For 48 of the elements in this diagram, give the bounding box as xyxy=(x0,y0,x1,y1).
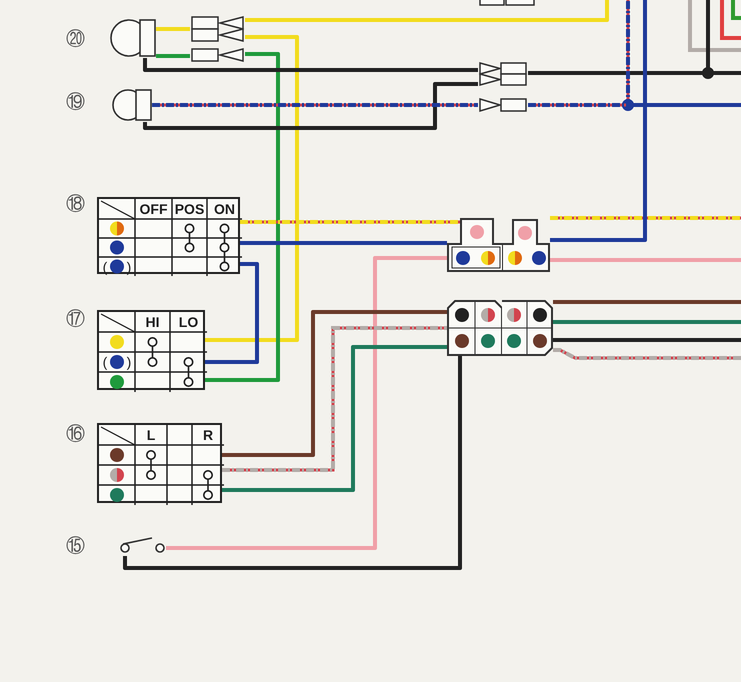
bullet-connector-symbol xyxy=(478,62,528,113)
wire xyxy=(553,348,741,360)
wire xyxy=(156,54,190,58)
wire xyxy=(550,258,741,262)
column-header: LO xyxy=(178,315,198,329)
column-header: R xyxy=(202,428,214,442)
callout-number: ⑯ xyxy=(66,425,85,444)
bulb-symbol xyxy=(112,88,152,122)
column-header: L xyxy=(146,428,156,442)
callout-number: ⑱ xyxy=(66,195,85,214)
column-header: ON xyxy=(214,202,235,216)
wire xyxy=(205,52,280,382)
column-header: HI xyxy=(146,315,160,329)
wire xyxy=(205,35,299,342)
bullet-connector-symbol xyxy=(190,15,245,63)
wire xyxy=(553,338,741,342)
callout-number: ⑲ xyxy=(66,93,85,112)
wire xyxy=(528,0,630,107)
wire xyxy=(143,82,478,130)
wire xyxy=(528,71,741,75)
wire xyxy=(156,27,190,31)
wire xyxy=(553,300,741,304)
bulb-symbol xyxy=(110,18,156,58)
parenthesis: ( xyxy=(102,355,108,369)
wire xyxy=(222,345,447,492)
wire xyxy=(553,320,741,324)
callout-number: ⑳ xyxy=(66,30,85,49)
wire xyxy=(240,241,447,245)
switch-table xyxy=(97,423,222,503)
wire xyxy=(143,58,478,72)
switch-table xyxy=(97,310,205,390)
wire xyxy=(550,216,741,220)
wire xyxy=(222,310,447,457)
column-header: POS xyxy=(174,202,204,216)
switch-table xyxy=(97,197,240,274)
column-header: OFF xyxy=(140,202,168,216)
wire xyxy=(245,0,609,22)
wire xyxy=(152,103,478,107)
wire xyxy=(205,262,259,364)
wire xyxy=(550,0,647,242)
callout-number: ⑰ xyxy=(66,310,85,329)
callout-number: ⑮ xyxy=(66,537,85,556)
wire xyxy=(166,256,447,550)
wire xyxy=(222,326,447,472)
multi-pin-connector-drawing xyxy=(447,218,550,272)
parenthesis: ) xyxy=(126,355,132,369)
wire xyxy=(123,356,462,570)
multi-pin-connector-drawing xyxy=(447,300,553,356)
